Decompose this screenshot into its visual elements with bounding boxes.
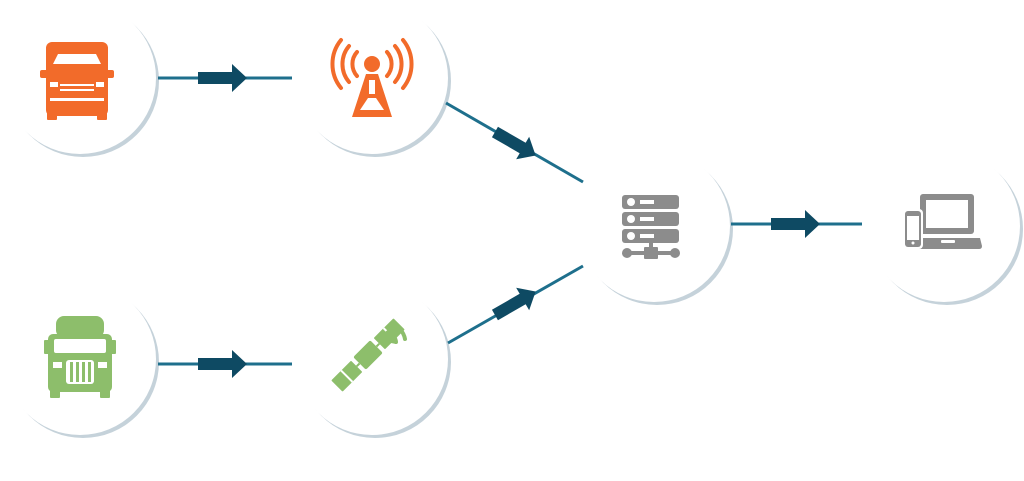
- connector-tower-to-server: [445, 101, 584, 184]
- connector-server-to-devices: [731, 210, 862, 238]
- satellite-icon: [331, 318, 407, 392]
- radio-tower-icon: [330, 38, 414, 117]
- node-circle-server: [578, 150, 733, 305]
- arrow-right-icon: [771, 210, 820, 238]
- arrow-right-icon: [198, 350, 247, 378]
- arrow-right-icon: [491, 287, 536, 321]
- connector-satellite-to-server: [447, 264, 584, 345]
- arrow-right-icon: [491, 126, 536, 160]
- arrow-right-icon: [198, 64, 247, 92]
- devices-icon: [903, 194, 982, 249]
- connector-truck-to-satellite: [158, 350, 292, 378]
- semi-truck-icon: [44, 316, 116, 398]
- connector-van-to-tower: [158, 64, 292, 92]
- server-icon: [622, 195, 680, 259]
- delivery-van-icon: [40, 42, 114, 120]
